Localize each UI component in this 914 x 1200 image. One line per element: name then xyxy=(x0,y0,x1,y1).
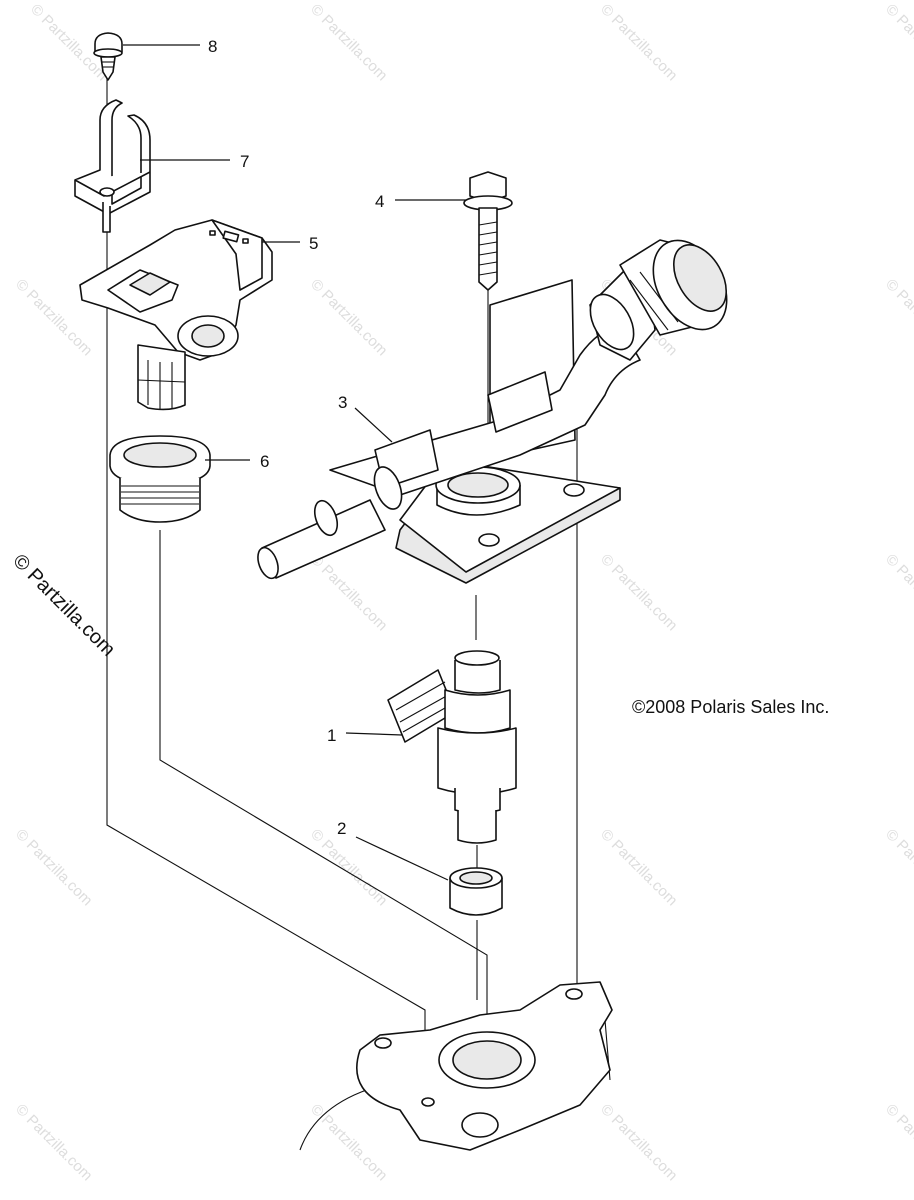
callout-number-8: 8 xyxy=(208,37,217,56)
watermark: © Partzilla.com xyxy=(12,1101,95,1184)
o-ring-part xyxy=(449,867,503,916)
watermark: © Partzilla.com xyxy=(597,1,680,84)
watermark: © Partzilla.com xyxy=(307,276,390,359)
bolt-part xyxy=(463,171,513,291)
watermark: © Partzilla.com xyxy=(882,276,914,359)
watermark: © Partzilla.com xyxy=(597,1101,680,1184)
watermark: © Partzilla.com xyxy=(307,1,390,84)
side-watermark: © Partzilla.com xyxy=(8,550,119,661)
plug-part xyxy=(109,435,211,523)
callout-number-4: 4 xyxy=(375,192,384,211)
watermark: © Partzilla.com xyxy=(597,551,680,634)
callout-number-7: 7 xyxy=(240,152,249,171)
fuel-rail-part xyxy=(257,239,728,584)
watermark: © Partzilla.com xyxy=(882,551,914,634)
watermark: © Partzilla.com xyxy=(12,826,95,909)
assembly-lines xyxy=(106,72,578,1060)
callouts: 8 7 5 4 3 6 1 2 xyxy=(208,37,384,838)
callout-number-3: 3 xyxy=(338,393,347,412)
watermark: © Partzilla.com xyxy=(882,1,914,84)
watermark: © Partzilla.com xyxy=(882,1101,914,1184)
leader-lines xyxy=(123,44,466,881)
callout-number-2: 2 xyxy=(337,819,346,838)
watermark: © Partzilla.com xyxy=(307,551,390,634)
bracket-part xyxy=(74,99,151,233)
watermark: © Partzilla.com xyxy=(307,826,390,909)
copyright-notice: ©2008 Polaris Sales Inc. xyxy=(632,697,829,717)
injector-part xyxy=(387,650,517,844)
manifold-part xyxy=(299,981,613,1151)
watermark: © Partzilla.com xyxy=(307,1101,390,1184)
guide-line-plug xyxy=(159,530,488,1015)
callout-number-1: 1 xyxy=(327,726,336,745)
callout-number-6: 6 xyxy=(260,452,269,471)
watermark: © Partzilla.com xyxy=(597,826,680,909)
watermark: © Partzilla.com xyxy=(882,826,914,909)
screw-part xyxy=(93,32,123,81)
sensor-part xyxy=(79,219,273,411)
callout-number-5: 5 xyxy=(309,234,318,253)
